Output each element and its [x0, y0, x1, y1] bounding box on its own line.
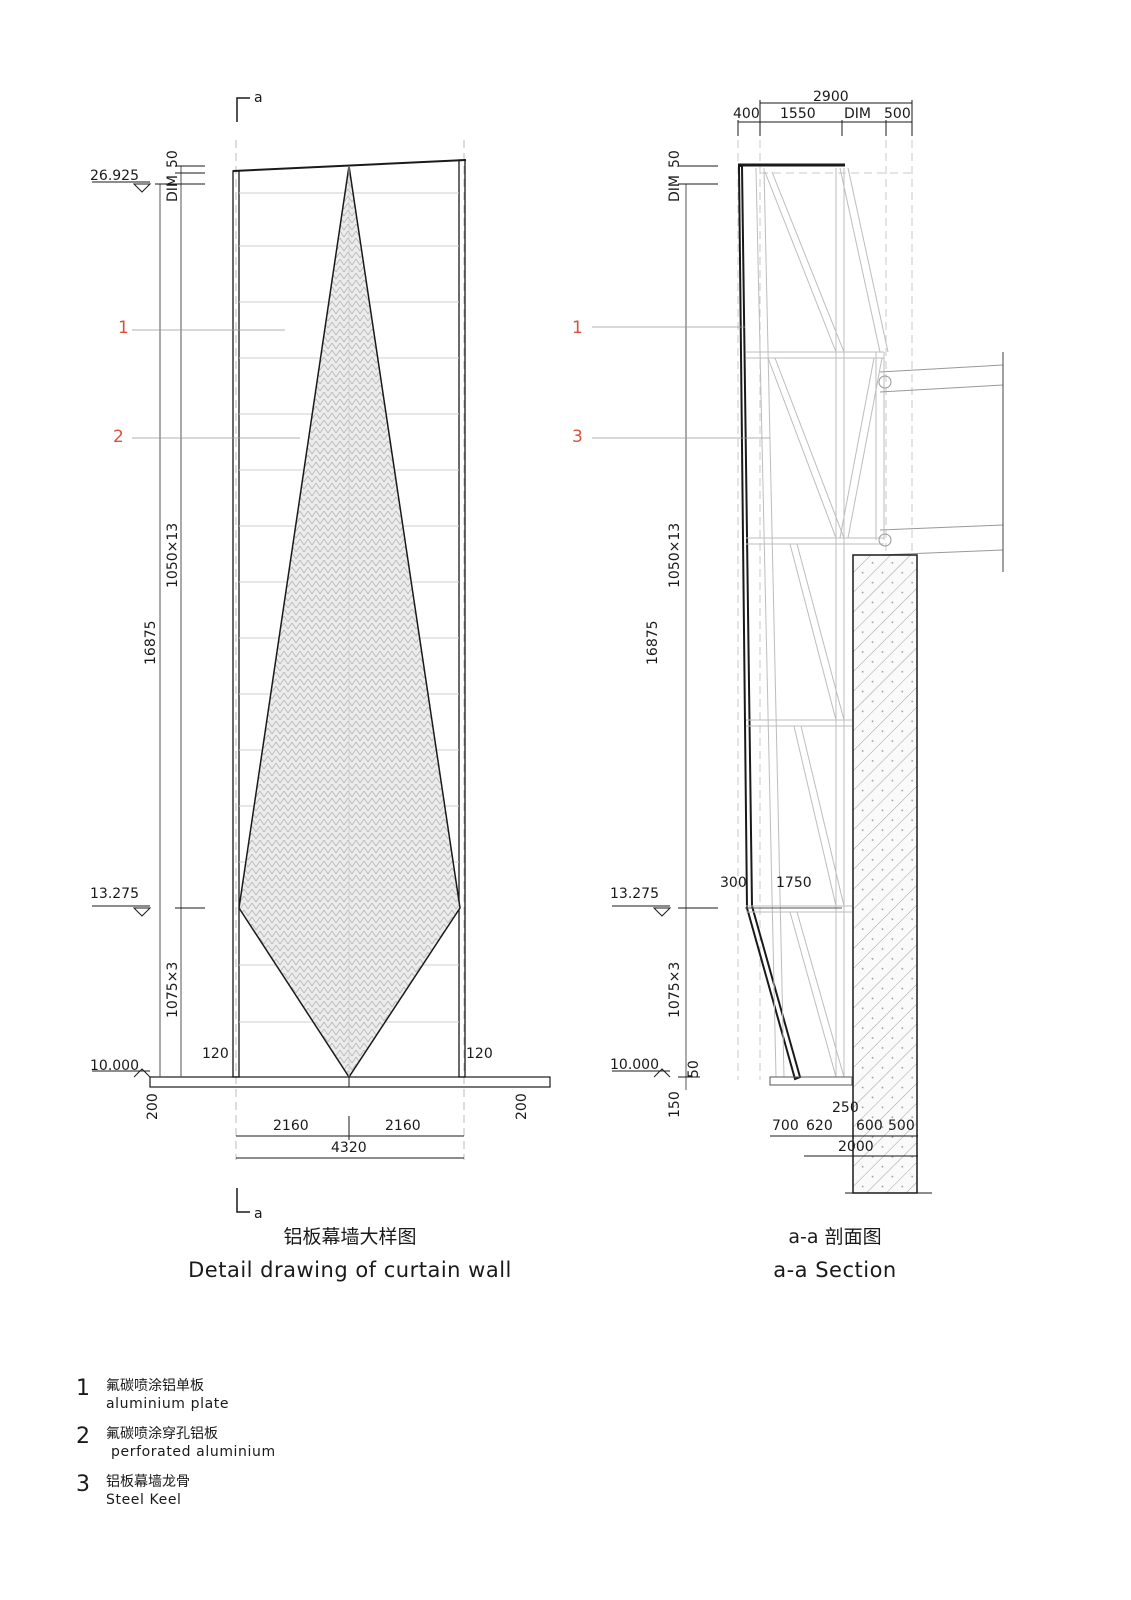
dim-bottom-seg-2: 620: [806, 1118, 833, 1134]
curtain-wall-elevation: a: [90, 90, 551, 1222]
callout-1-right: 1: [572, 318, 583, 338]
right-dim-top-label: DIM: [667, 175, 683, 202]
frame-top-beam: [232, 159, 467, 172]
dim-side-right: 120: [466, 1046, 493, 1062]
legend-item-3: 3 铝板幕墙龙骨 Steel Keel: [76, 1473, 276, 1517]
section-mark-bottom-label: a: [254, 1206, 263, 1222]
callout-2-left: 2: [113, 427, 124, 447]
legend-number: 2: [76, 1424, 90, 1449]
legend-item-1: 1 氟碳喷涂铝单板 aluminium plate: [76, 1377, 276, 1421]
dim-top-seg-2: 1550: [780, 106, 816, 122]
left-title-en: Detail drawing of curtain wall: [188, 1258, 512, 1282]
section-mark-bottom: [236, 1188, 250, 1213]
concrete-structure: [852, 554, 918, 1194]
dim-bottom-seg-4: 500: [888, 1118, 915, 1134]
perforated-aluminium-panel: [238, 165, 461, 1079]
dim-half-right: 2160: [385, 1118, 421, 1134]
right-dim-lower-modules: 1075×3: [667, 962, 683, 1018]
dim-top-seg-3: DIM: [844, 106, 871, 122]
dim-top-dim-label: DIM: [165, 175, 181, 202]
dim-top-value: 50: [165, 150, 181, 168]
dim-bottom-total: 2000: [838, 1139, 874, 1155]
legend-cn: 铝板幕墙龙骨: [106, 1474, 190, 1490]
right-dim-upper-modules: 1050×13: [667, 523, 683, 588]
dim-top-seg-4: 500: [884, 106, 911, 122]
legend-en: Steel Keel: [106, 1492, 182, 1508]
elevation-bottom-label: 10.000: [90, 1058, 139, 1074]
dim-overall-top: 2900: [813, 89, 849, 105]
legend: 1 氟碳喷涂铝单板 aluminium plate 2 氟碳喷涂穿孔铝板 per…: [76, 1377, 276, 1521]
dim-side-left: 120: [202, 1046, 229, 1062]
legend-cn: 氟碳喷涂铝单板: [106, 1378, 204, 1394]
elevation-mid-label: 13.275: [90, 886, 139, 902]
dim-total-width: 4320: [331, 1140, 367, 1156]
section-mark-top-label: a: [254, 90, 263, 106]
right-title-cn: a-a 剖面图: [788, 1226, 882, 1248]
right-dim-total-height: 16875: [645, 620, 661, 665]
legend-number: 3: [76, 1472, 90, 1497]
legend-number: 1: [76, 1376, 90, 1401]
right-dim-top-value: 50: [667, 150, 683, 168]
right-dim-base-a: 50: [686, 1060, 702, 1078]
dim-bottom-250: 250: [832, 1100, 859, 1116]
dim-bottom-seg-1: 700: [772, 1118, 799, 1134]
dim-base-left: 200: [145, 1093, 161, 1120]
section-mark-top: [236, 97, 250, 122]
elevation-top-label: 26.925: [90, 168, 139, 184]
dim-total-height: 16875: [143, 620, 159, 665]
callout-1-left: 1: [118, 318, 129, 338]
dim-offset-300: 300: [720, 875, 747, 891]
dim-upper-modules: 1050×13: [165, 523, 181, 588]
aluminium-plate-section: [738, 165, 802, 1081]
dim-half-left: 2160: [273, 1118, 309, 1134]
dim-lower-modules: 1075×3: [165, 962, 181, 1018]
right-elevation-mid: 13.275: [610, 886, 659, 902]
legend-en: perforated aluminium: [106, 1444, 276, 1460]
left-title-cn: 铝板幕墙大样图: [283, 1226, 417, 1248]
dim-bottom-seg-3: 600: [856, 1118, 883, 1134]
legend-en: aluminium plate: [106, 1396, 230, 1412]
right-elevation-bottom: 10.000: [610, 1057, 659, 1073]
base-slab: [149, 1076, 551, 1088]
dim-offset-1750: 1750: [776, 875, 812, 891]
callout-3-right: 3: [572, 427, 583, 447]
legend-item-2: 2 氟碳喷涂穿孔铝板 perforated aluminium: [76, 1425, 276, 1469]
right-title-en: a-a Section: [773, 1258, 897, 1282]
right-dim-base-b: 150: [667, 1091, 683, 1118]
steel-keel-truss: [746, 167, 889, 1078]
dim-base-right: 200: [514, 1093, 530, 1120]
section-drawing: 2900 400 1550 DIM 500: [572, 89, 1004, 1194]
legend-cn: 氟碳喷涂穿孔铝板: [106, 1426, 218, 1442]
dim-top-seg-1: 400: [733, 106, 760, 122]
